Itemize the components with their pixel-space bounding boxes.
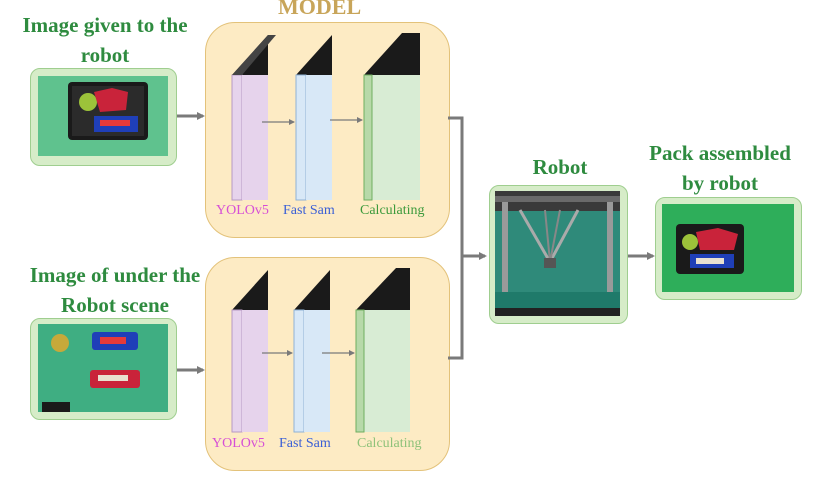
- bottom-calc-label: Calculating: [357, 436, 422, 451]
- input-bottom-title: Image of under the Robot scene: [29, 263, 201, 317]
- bottom-fastsam-label: Fast Sam: [279, 436, 331, 451]
- output-title: Pack assembled by robot: [649, 141, 791, 195]
- model-title: MODEL: [278, 0, 362, 19]
- input-bottom-photo: [38, 324, 168, 412]
- robot-title: Robot: [532, 155, 588, 179]
- top-calc-layer: [363, 33, 420, 201]
- input-top-photo: [38, 76, 168, 156]
- robot-photo: [495, 191, 620, 316]
- main-arrows: [177, 112, 655, 374]
- model-bottom-layers: [231, 268, 410, 433]
- output-photo: [662, 204, 794, 292]
- internal-arrows: [262, 117, 363, 356]
- top-yolo-label: YOLOv5: [216, 203, 269, 218]
- model-top-layers: [231, 33, 420, 201]
- top-calc-label: Calculating: [360, 203, 425, 218]
- top-fastsam-label: Fast Sam: [283, 203, 335, 218]
- input-top-title: Image given to the robot: [22, 13, 188, 67]
- bottom-calc-layer: [355, 268, 410, 433]
- bottom-yolo-label: YOLOv5: [212, 436, 265, 451]
